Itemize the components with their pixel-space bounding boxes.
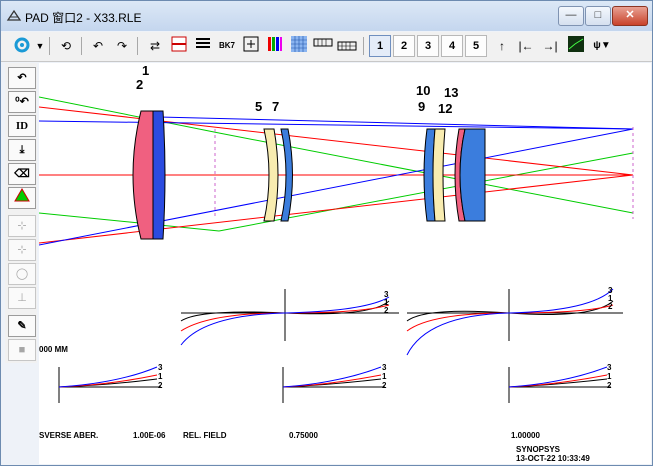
zero-undo-icon[interactable]: ⁰↶	[8, 91, 36, 113]
optical-layout-diagram	[38, 96, 634, 403]
curve-label: 3	[608, 286, 613, 295]
split-icon[interactable]: ⊥	[8, 287, 36, 309]
sidebar: ↶ ⁰↶ ID ⤓ ⌫ ⊹ ⊹ ◯ ⊥ ✎ ■	[5, 63, 37, 363]
circle-icon[interactable]: ◯	[8, 263, 36, 285]
curve-label: 1	[158, 372, 163, 381]
lens-move-icon[interactable]: ⊹	[8, 239, 36, 261]
toolbar: ▼ ⟲ ↶ ↷ ⇄ BK7 1 2 3 4	[1, 32, 652, 62]
green-ray	[38, 212, 220, 232]
lens-element-10[interactable]	[432, 128, 446, 222]
surface-label: 2	[136, 77, 144, 92]
rel-field-label: REL. FIELD	[183, 431, 227, 440]
aberration-scale: 1.00E-06	[133, 431, 166, 440]
toolbar-separator	[137, 37, 138, 55]
blue-ray	[38, 120, 634, 130]
app-icon	[6, 9, 22, 21]
pencil-icon[interactable]: ✎	[8, 315, 36, 337]
aberration-type-label: SVERSE ABER.	[39, 431, 99, 440]
curve-label: 2	[382, 381, 387, 390]
download-icon[interactable]: ⤓	[8, 139, 36, 161]
stripes-icon[interactable]	[192, 35, 214, 57]
triangle-icon[interactable]	[8, 187, 36, 209]
view-button-1[interactable]: 1	[369, 35, 391, 57]
undo-icon[interactable]: ↶	[8, 67, 36, 89]
curve-label: 2	[158, 381, 163, 390]
swap-icon[interactable]: ⇄	[149, 39, 161, 53]
curve-label: 1	[607, 372, 612, 381]
curve-label: 3	[382, 363, 387, 372]
grid-icon[interactable]	[288, 35, 310, 57]
redo-icon[interactable]: ↷	[116, 39, 128, 53]
red-ray	[38, 106, 634, 176]
surface-label: 13	[444, 85, 459, 100]
maximize-button[interactable]: □	[585, 6, 611, 26]
view-button-3[interactable]: 3	[417, 35, 439, 57]
erase-icon[interactable]: ⌫	[8, 163, 36, 185]
lens-element-7[interactable]	[280, 128, 293, 222]
curve-label: 1	[608, 294, 613, 303]
blue-ray	[158, 116, 634, 130]
toolbar-separator	[363, 37, 364, 55]
rotate-icon[interactable]: ⟲	[60, 39, 72, 53]
surface-label: 1	[142, 63, 150, 78]
title-bar[interactable]: PAD 窗口2 - X33.RLE — □ ✕	[1, 1, 652, 31]
curve-label: 3	[607, 363, 612, 372]
zoom-fit-icon[interactable]	[240, 35, 262, 57]
brand-label: SYNOPSYS	[516, 445, 561, 454]
view-button-4[interactable]: 4	[441, 35, 463, 57]
curve-label: 2	[607, 381, 612, 390]
surface-label: 9	[418, 99, 426, 114]
lens-element-13[interactable]	[459, 128, 486, 222]
field-value: 0.75000	[289, 431, 318, 440]
color-bars-icon[interactable]	[264, 35, 286, 57]
surface-label: 12	[438, 101, 453, 116]
table-icon[interactable]	[336, 35, 358, 57]
view-button-5[interactable]: 5	[465, 35, 487, 57]
minimize-button[interactable]: —	[558, 6, 584, 26]
toolbar-separator	[81, 37, 82, 55]
split-view-icon[interactable]	[168, 35, 190, 57]
surface-label: 5	[255, 99, 263, 114]
curve-label: 3	[384, 290, 389, 299]
lens-element-5[interactable]	[263, 128, 279, 222]
id-button[interactable]: ID	[8, 115, 36, 137]
toolbar-separator	[49, 37, 50, 55]
bk7-glass-icon[interactable]: BK7	[218, 41, 235, 50]
field-value: 1.00000	[511, 431, 540, 440]
view-button-2[interactable]: 2	[393, 35, 415, 57]
blue-ray	[38, 128, 634, 246]
close-button[interactable]: ✕	[612, 6, 648, 26]
arrow-up-icon[interactable]: ↑	[499, 39, 505, 53]
surface-label: 7	[272, 99, 280, 114]
chart-icon[interactable]	[565, 35, 587, 57]
first-icon[interactable]: |←	[518, 39, 534, 53]
window-title: PAD 窗口2 - X33.RLE	[25, 11, 142, 25]
sort-icon[interactable]: ψ▼	[593, 40, 611, 51]
last-icon[interactable]: →|	[542, 39, 558, 53]
red-ray	[38, 174, 634, 244]
lens-drawing-canvas[interactable]: 1 2 5 7 10 9 13 12 3 1 2 3 1 2 3 1 2 3 1…	[38, 63, 651, 464]
table-small-icon[interactable]	[312, 35, 334, 57]
curve-label: 2	[608, 302, 613, 311]
lens-element-2[interactable]	[152, 110, 166, 240]
gear-icon[interactable]	[11, 35, 33, 57]
fill-icon[interactable]: ■	[8, 339, 36, 361]
green-ray	[38, 96, 220, 134]
curve-label: 2	[384, 306, 389, 315]
curve-label: 3	[158, 363, 163, 372]
units-label: 000 MM	[39, 345, 68, 354]
undo-icon[interactable]: ↶	[92, 39, 104, 53]
dropdown-arrow-icon[interactable]: ▼	[35, 41, 45, 51]
lens-add-icon[interactable]: ⊹	[8, 215, 36, 237]
timestamp: 13-OCT-22 10:33:49	[516, 454, 590, 463]
curve-label: 1	[384, 298, 389, 307]
lens-element-1[interactable]	[132, 110, 154, 240]
surface-label: 10	[416, 83, 431, 98]
curve-label: 1	[382, 372, 387, 381]
